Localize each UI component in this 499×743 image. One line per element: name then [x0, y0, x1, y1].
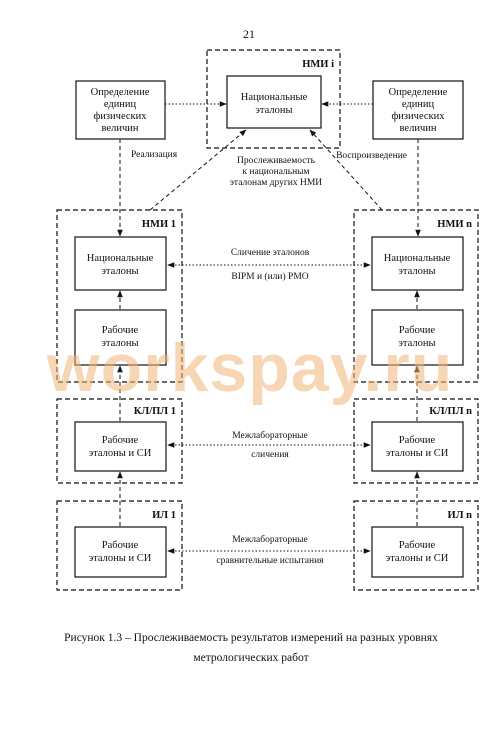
arrow-nmi-1-to-nat-top [149, 129, 247, 211]
group-frame-il-n [353, 500, 479, 591]
group-label-nmi-i: НМИ i [302, 59, 334, 70]
label-proficiency-line-1: Межлабораторные [232, 534, 308, 545]
kl-right-line-2: эталоны и СИ [386, 448, 449, 459]
arrow-nmi-n-to-nat-top [309, 129, 383, 211]
nat-top-line-2: эталоны [255, 105, 292, 116]
group-frame-nmi-i [206, 49, 341, 149]
box-nat-left [74, 236, 167, 291]
box-kl-right [371, 421, 464, 472]
caption-line-1: Рисунок 1.3 – Прослеживаемость результат… [64, 632, 438, 644]
connectors [117, 101, 421, 554]
il-right-line-1: Рабочие [399, 540, 436, 551]
box-work-left [74, 309, 167, 366]
box-nat-top [226, 75, 322, 129]
caption-line-2: метрологических работ [193, 652, 308, 664]
group-frame-kl-1 [56, 398, 183, 484]
box-work-right [371, 309, 464, 366]
def-left-line-3: физических [93, 111, 147, 122]
box-il-right [371, 526, 464, 578]
label-traceability-line-2: к национальным [242, 167, 309, 177]
def-right-line-2: единиц [402, 99, 435, 110]
nat-left-line-2: эталоны [101, 266, 138, 277]
group-frame-nmi-1 [56, 209, 183, 383]
def-right-line-1: Определение [389, 87, 448, 98]
group-frames [56, 49, 479, 591]
def-right-line-4: величин [400, 123, 437, 134]
work-right-line-2: эталоны [398, 338, 435, 349]
nat-right-line-1: Национальные [384, 253, 451, 264]
kl-left-line-2: эталоны и СИ [89, 448, 152, 459]
work-left-line-2: эталоны [101, 338, 138, 349]
nat-right-line-2: эталоны [398, 266, 435, 277]
kl-right-line-1: Рабочие [399, 435, 436, 446]
group-frame-nmi-n [353, 209, 479, 383]
def-left-line-4: величин [102, 123, 139, 134]
label-comparison-line-2: BIPM и (или) РМО [231, 271, 308, 282]
label-reproduction: Воспроизведение [336, 151, 407, 161]
work-right-line-1: Рабочие [399, 325, 436, 336]
group-label-il-1: ИЛ 1 [152, 510, 176, 521]
il-left-line-2: эталоны и СИ [89, 553, 152, 564]
group-label-nmi-1: НМИ 1 [142, 219, 176, 230]
label-traceability-line-3: эталонам других НМИ [230, 178, 322, 188]
watermark: workspay.ru [46, 330, 454, 406]
label-interlab-line-1: Межлабораторные [232, 430, 308, 441]
group-label-nmi-n: НМИ n [437, 219, 472, 230]
label-traceability-line-1: Прослеживаемость [237, 156, 316, 166]
work-left-line-1: Рабочие [102, 325, 139, 336]
il-right-line-2: эталоны и СИ [386, 553, 449, 564]
nat-top-line-1: Национальные [241, 92, 308, 103]
def-right-line-3: физических [391, 111, 445, 122]
kl-left-line-1: Рабочие [102, 435, 139, 446]
box-kl-left [74, 421, 167, 472]
box-nat-right [371, 236, 464, 291]
def-left-line-2: единиц [104, 99, 137, 110]
box-il-left [74, 526, 167, 578]
group-frame-il-1 [56, 500, 183, 591]
box-def-left [75, 80, 166, 140]
label-comparison-line-1: Сличение эталонов [231, 248, 310, 258]
page-number: 21 [243, 27, 255, 41]
nat-left-line-1: Национальные [87, 253, 154, 264]
label-interlab-line-2: сличения [251, 450, 289, 460]
node-boxes [74, 75, 464, 578]
def-left-line-1: Определение [91, 87, 150, 98]
label-proficiency-line-2: сравнительные испытания [216, 556, 324, 566]
group-label-kl-1: КЛ/ПЛ 1 [134, 406, 176, 417]
label-realization: Реализация [131, 150, 178, 160]
il-left-line-1: Рабочие [102, 540, 139, 551]
group-label-kl-n: КЛ/ПЛ n [429, 406, 472, 417]
group-label-il-n: ИЛ n [448, 510, 473, 521]
